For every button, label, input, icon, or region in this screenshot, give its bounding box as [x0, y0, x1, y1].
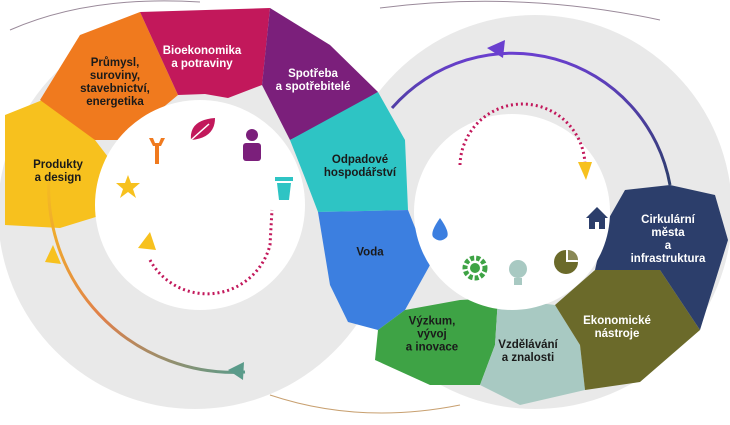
leaf-icon [190, 118, 215, 141]
right-arc-arrowhead [487, 40, 505, 58]
segment-prumysl [40, 12, 178, 140]
segment-label-vzdelavani: Vzdělávání a znalosti [498, 339, 558, 364]
segment-cirkularni [595, 185, 728, 330]
segment-voda [318, 210, 430, 330]
left-dotted-flow [148, 209, 274, 296]
left-arc-arrowhead-bottom [228, 362, 244, 380]
star-icon [116, 175, 140, 198]
segment-label-voda: Voda [356, 246, 384, 259]
segment-label-bioekonomika: Bioekonomika a potraviny [162, 45, 242, 70]
segment-label-produkty: Produkty a design [33, 159, 83, 184]
segment-vzdelavani [480, 298, 585, 405]
right-outer-arc [390, 51, 672, 186]
segment-label-vyzkum: Výzkum, vývoj a inovace [405, 315, 459, 354]
gear-icon [462, 255, 488, 281]
segment-bioekonomika [140, 8, 270, 98]
segment-vyzkum [375, 298, 498, 385]
drop-icon [432, 218, 448, 241]
top-outer-line [9, 0, 201, 31]
pie-icon [554, 250, 578, 274]
segments-group [5, 8, 728, 405]
trash-icon [275, 177, 293, 200]
segment-odpadove [290, 92, 408, 212]
left-dotted-arrowhead [138, 232, 156, 250]
right-dotted-arrowhead [578, 162, 592, 180]
person-icon [243, 129, 261, 161]
left-outer-arc [47, 164, 246, 374]
segment-label-prumysl: Průmysl, suroviny, stavebnictví, energet… [80, 57, 150, 108]
segment-label-spotreba: Spotřeba a spotřebitelé [275, 68, 351, 93]
icons-group [116, 118, 608, 285]
segment-label-ekonomicke: Ekonomické nástroje [583, 315, 651, 340]
house-icon [586, 207, 608, 229]
segment-ekonomicke [555, 270, 700, 390]
bulb-icon [509, 260, 527, 285]
left-arc-arrowhead-top [45, 245, 61, 264]
bottom-outer-line [269, 394, 461, 414]
segment-label-cirkularni: Cirkulární města a infrastruktura [630, 214, 706, 265]
wrench-icon [149, 138, 165, 164]
segment-label-odpadove: Odpadové hospodářství [323, 154, 397, 179]
segment-produkty [5, 95, 118, 228]
segment-spotreba [262, 8, 378, 140]
right-top-line [379, 0, 661, 21]
